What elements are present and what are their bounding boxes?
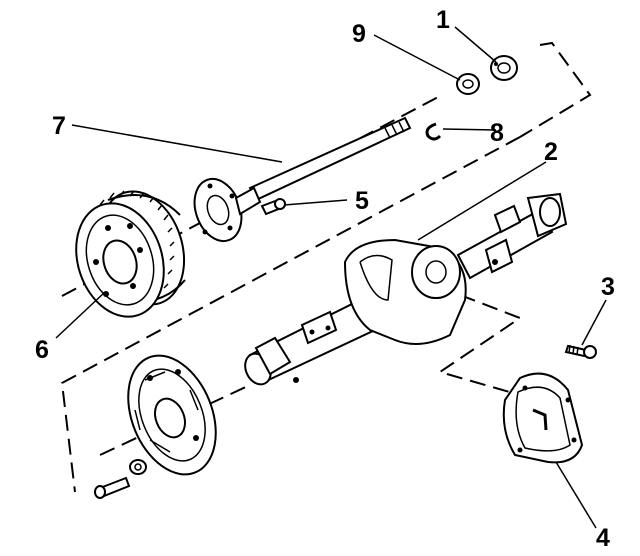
brake-drum xyxy=(75,190,186,318)
callout-9: 9 xyxy=(352,20,366,48)
thrust-washer xyxy=(456,73,480,95)
assembly-boundary-upper xyxy=(519,41,592,138)
callout-8: 8 xyxy=(490,119,504,147)
callout-5: 5 xyxy=(355,187,369,215)
callout-1: 1 xyxy=(436,6,450,34)
cover-bolt xyxy=(564,344,597,359)
leader-lines xyxy=(55,26,607,529)
axle-shaft xyxy=(193,116,412,242)
brake-backing-plate xyxy=(127,354,217,476)
lock-washer xyxy=(129,459,147,475)
c-lock-clip xyxy=(425,122,442,141)
wheel-stud xyxy=(260,198,286,216)
backing-plate-bolt xyxy=(94,476,131,499)
axle-housing xyxy=(244,192,568,386)
callout-2: 2 xyxy=(544,138,558,166)
callout-3: 3 xyxy=(601,273,615,301)
cover-boundary xyxy=(437,294,523,396)
differential-cover xyxy=(502,372,584,464)
assembly-boundary-lower xyxy=(60,136,521,493)
callout-7: 7 xyxy=(52,112,66,140)
callout-6: 6 xyxy=(35,336,49,364)
pinion-nut xyxy=(490,55,518,81)
callout-4: 4 xyxy=(596,524,610,552)
